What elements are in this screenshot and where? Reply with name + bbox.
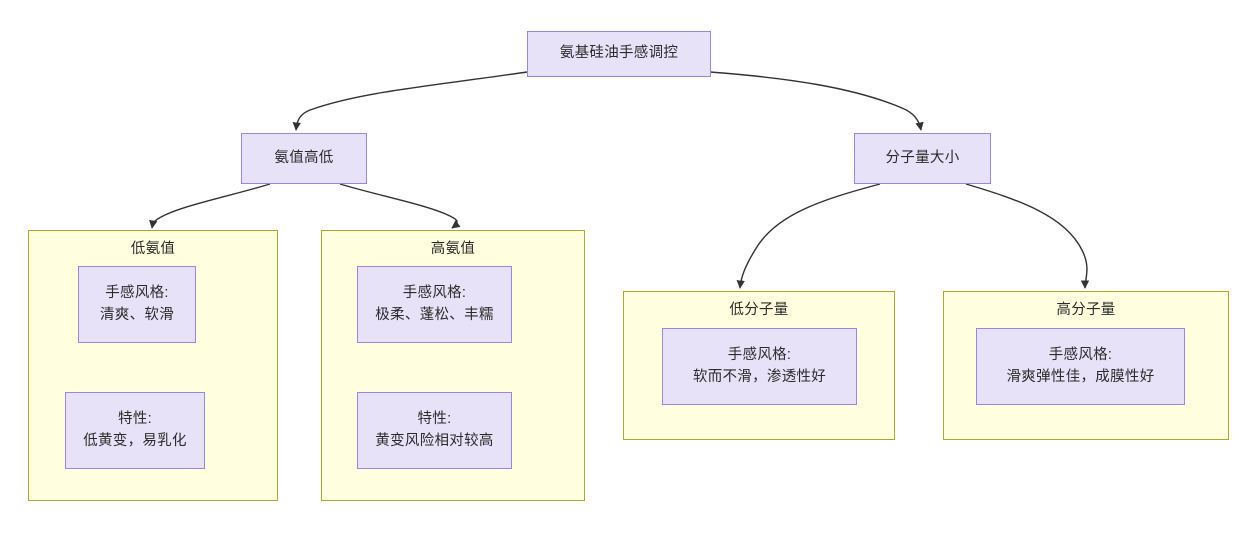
card-high-mw-handfeel-line2: 滑爽弹性佳，成膜性好 xyxy=(1006,368,1155,385)
card-high-amine-property[interactable]: 特性: 黄变风险相对较高 xyxy=(357,392,512,469)
node-molecular-weight-label: 分子量大小 xyxy=(885,149,960,166)
card-low-mw-handfeel-line1: 手感风格: xyxy=(727,346,792,363)
edge-molecular-weight-to-high-mw xyxy=(965,183,1090,289)
group-low-mw-title: 低分子量 xyxy=(729,302,789,318)
edge-root-to-amine-value xyxy=(292,71,528,131)
card-low-amine-handfeel[interactable]: 手感风格: 清爽、软滑 xyxy=(78,266,196,343)
card-low-amine-property[interactable]: 特性: 低黄变，易乳化 xyxy=(65,392,205,469)
node-root-label: 氨基硅油手感调控 xyxy=(559,45,679,62)
card-high-amine-handfeel-line2: 极柔、蓬松、丰糯 xyxy=(375,306,494,323)
edge-amine-value-to-high-amine xyxy=(339,183,461,229)
card-high-amine-property-line2: 黄变风险相对较高 xyxy=(375,432,494,449)
node-root[interactable]: 氨基硅油手感调控 xyxy=(527,31,711,77)
card-high-mw-handfeel-line1: 手感风格: xyxy=(1048,346,1113,363)
card-high-mw-handfeel[interactable]: 手感风格: 滑爽弹性佳，成膜性好 xyxy=(976,328,1185,405)
card-low-mw-handfeel-line2: 软而不滑，渗透性好 xyxy=(692,368,827,385)
card-high-amine-property-line1: 特性: xyxy=(417,410,452,427)
card-low-mw-handfeel[interactable]: 手感风格: 软而不滑，渗透性好 xyxy=(662,328,857,405)
card-low-amine-handfeel-line1: 手感风格: xyxy=(105,284,169,301)
card-high-amine-handfeel[interactable]: 手感风格: 极柔、蓬松、丰糯 xyxy=(357,266,512,343)
node-amine-value-label: 氨值高低 xyxy=(274,149,334,166)
group-low-amine-title: 低氨值 xyxy=(130,241,176,257)
group-high-amine-title: 高氨值 xyxy=(430,241,476,257)
node-amine-value[interactable]: 氨值高低 xyxy=(241,133,367,184)
edge-molecular-weight-to-low-mw xyxy=(736,183,881,289)
card-low-amine-property-line2: 低黄变，易乳化 xyxy=(83,432,187,449)
card-high-amine-handfeel-line1: 手感风格: xyxy=(402,284,467,301)
card-low-amine-handfeel-line2: 清爽、软滑 xyxy=(100,306,174,323)
group-high-mw-title: 高分子量 xyxy=(1056,302,1116,318)
card-low-amine-property-line1: 特性: xyxy=(118,410,152,427)
edge-root-to-molecular-weight xyxy=(709,71,924,131)
edge-amine-value-to-low-amine xyxy=(149,183,271,229)
node-molecular-weight[interactable]: 分子量大小 xyxy=(854,133,991,184)
